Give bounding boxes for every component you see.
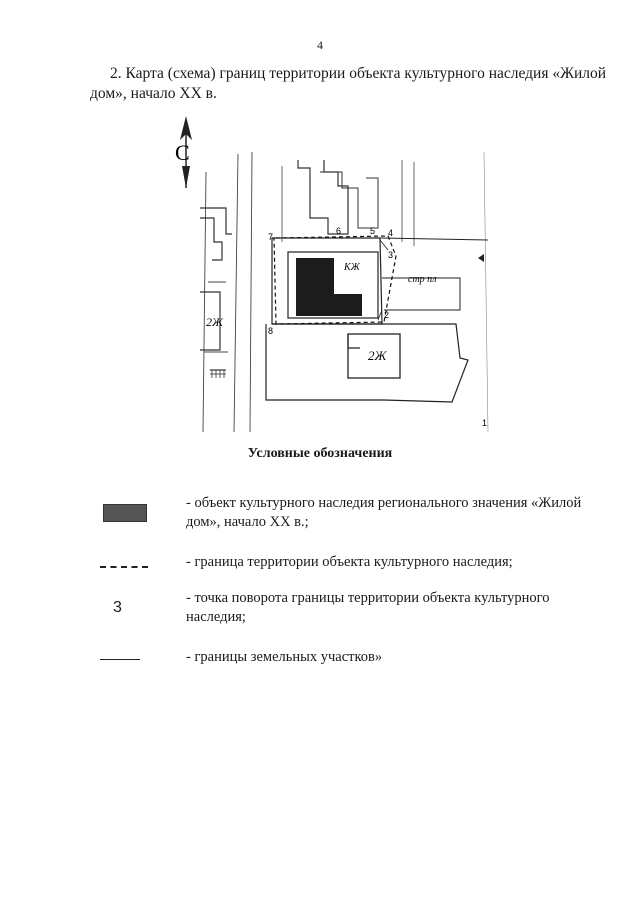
legend-text-territory-boundary: - граница территории объекта культурного… [186,554,513,570]
legend-text-heritage-object: - объект культурного наследия региональн… [186,495,582,530]
south-parcel [265,323,469,403]
boundary-scheme-map: С 2Ж КЖ стр пл 2Ж [175,116,489,432]
building-frame [287,251,379,319]
left-hatch [210,370,226,378]
turning-point-sample: 3 [113,599,122,616]
point-label-6: 6 [336,226,341,236]
point-label-4: 4 [388,228,393,238]
edge-mark: 1 [482,418,487,428]
point-label-7: 7 [268,232,273,242]
left-buildings [200,207,232,371]
zone-label-main: КЖ [343,262,361,273]
street-lines [202,151,253,432]
zone-label-left: 2Ж [206,315,224,329]
point-label-3: 3 [388,250,393,260]
dashed-line-sample [100,566,148,568]
turning-points: 2 3 4 5 6 7 8 [268,226,393,336]
heritage-object-swatch [103,504,147,522]
zone-label-south: 2Ж [368,348,388,363]
legend-title: Условные обозначения [247,446,393,461]
point-label-8: 8 [268,326,273,336]
north-arrow-icon: С [175,116,192,188]
heritage-territory-boundary [273,235,397,325]
heritage-object [296,258,362,316]
legend-text-turning-point: - точка поворота границы территории объе… [186,590,550,625]
point-label-2: 2 [384,310,389,320]
north-symbol: С [175,140,190,165]
scheme-heading: 2. Карта (схема) границ территории объек… [90,65,607,102]
zone-label-right: стр пл [408,274,437,285]
solid-line-sample [100,659,140,660]
south-building [347,333,401,379]
north-building [297,160,349,235]
north-building-2 [320,171,379,229]
legend-text-land-plots: - границы земельных участков» [186,649,383,665]
point-label-5: 5 [370,226,375,236]
page-number: 4 [317,38,323,52]
